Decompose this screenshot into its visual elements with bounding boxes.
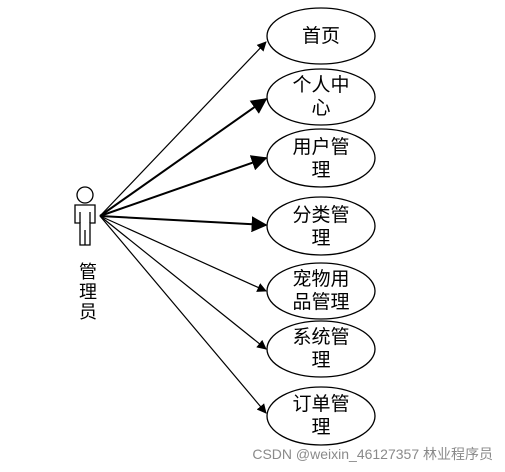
actor-body — [74, 204, 96, 246]
association-arrow-category — [99, 215, 268, 233]
use-case-ellipse-users — [266, 128, 376, 188]
use-case-products-line-1: 宠物用 — [292, 268, 350, 290]
use-case-system-line-1: 系统管 — [292, 326, 350, 348]
actor-figure — [74, 186, 96, 246]
use-case-orders-line-1: 订单管 — [292, 393, 350, 415]
use-case-ellipse-products — [266, 262, 376, 320]
actor-head — [76, 186, 94, 204]
use-case-profile-line-1: 个人中 — [292, 74, 350, 96]
use-case-ellipse-profile — [266, 68, 376, 126]
use-case-orders: 订单管 理 — [267, 387, 375, 445]
use-case-products: 宠物用 品管理 — [267, 263, 375, 319]
use-case-profile: 个人中 心 — [267, 69, 375, 125]
use-case-products-line-2: 品管理 — [292, 291, 350, 313]
use-case-category-line-1: 分类管 — [292, 204, 350, 226]
use-case-category-line-2: 理 — [311, 227, 331, 249]
actor-label: 管理员 — [76, 262, 97, 322]
use-case-category: 分类管 理 — [267, 198, 375, 256]
csdn-watermark: CSDN @weixin_46127357 林业程序员 — [252, 446, 493, 462]
use-case-ellipse-orders — [266, 386, 376, 446]
use-case-users-line-2: 理 — [311, 159, 331, 181]
use-case-home-line-1: 首页 — [301, 24, 340, 47]
use-case-profile-line-2: 心 — [311, 97, 331, 119]
use-case-ellipse-home — [266, 7, 376, 65]
use-case-system-line-2: 理 — [311, 349, 331, 371]
association-arrow-users — [99, 155, 268, 217]
association-arrow-profile — [99, 98, 268, 217]
use-case-users: 用户管 理 — [267, 130, 375, 188]
use-case-ellipse-category — [266, 196, 376, 256]
use-case-orders-line-2: 理 — [311, 416, 331, 438]
association-arrow-orders — [99, 215, 267, 414]
association-arrow-products — [99, 215, 267, 292]
use-case-ellipse-system — [266, 320, 376, 378]
use-case-system: 系统管 理 — [267, 321, 375, 377]
association-arrow-system — [99, 215, 267, 350]
use-case-home: 首页 — [267, 8, 375, 64]
association-arrow-home — [99, 41, 267, 217]
use-case-users-line-1: 用户管 — [292, 136, 350, 158]
